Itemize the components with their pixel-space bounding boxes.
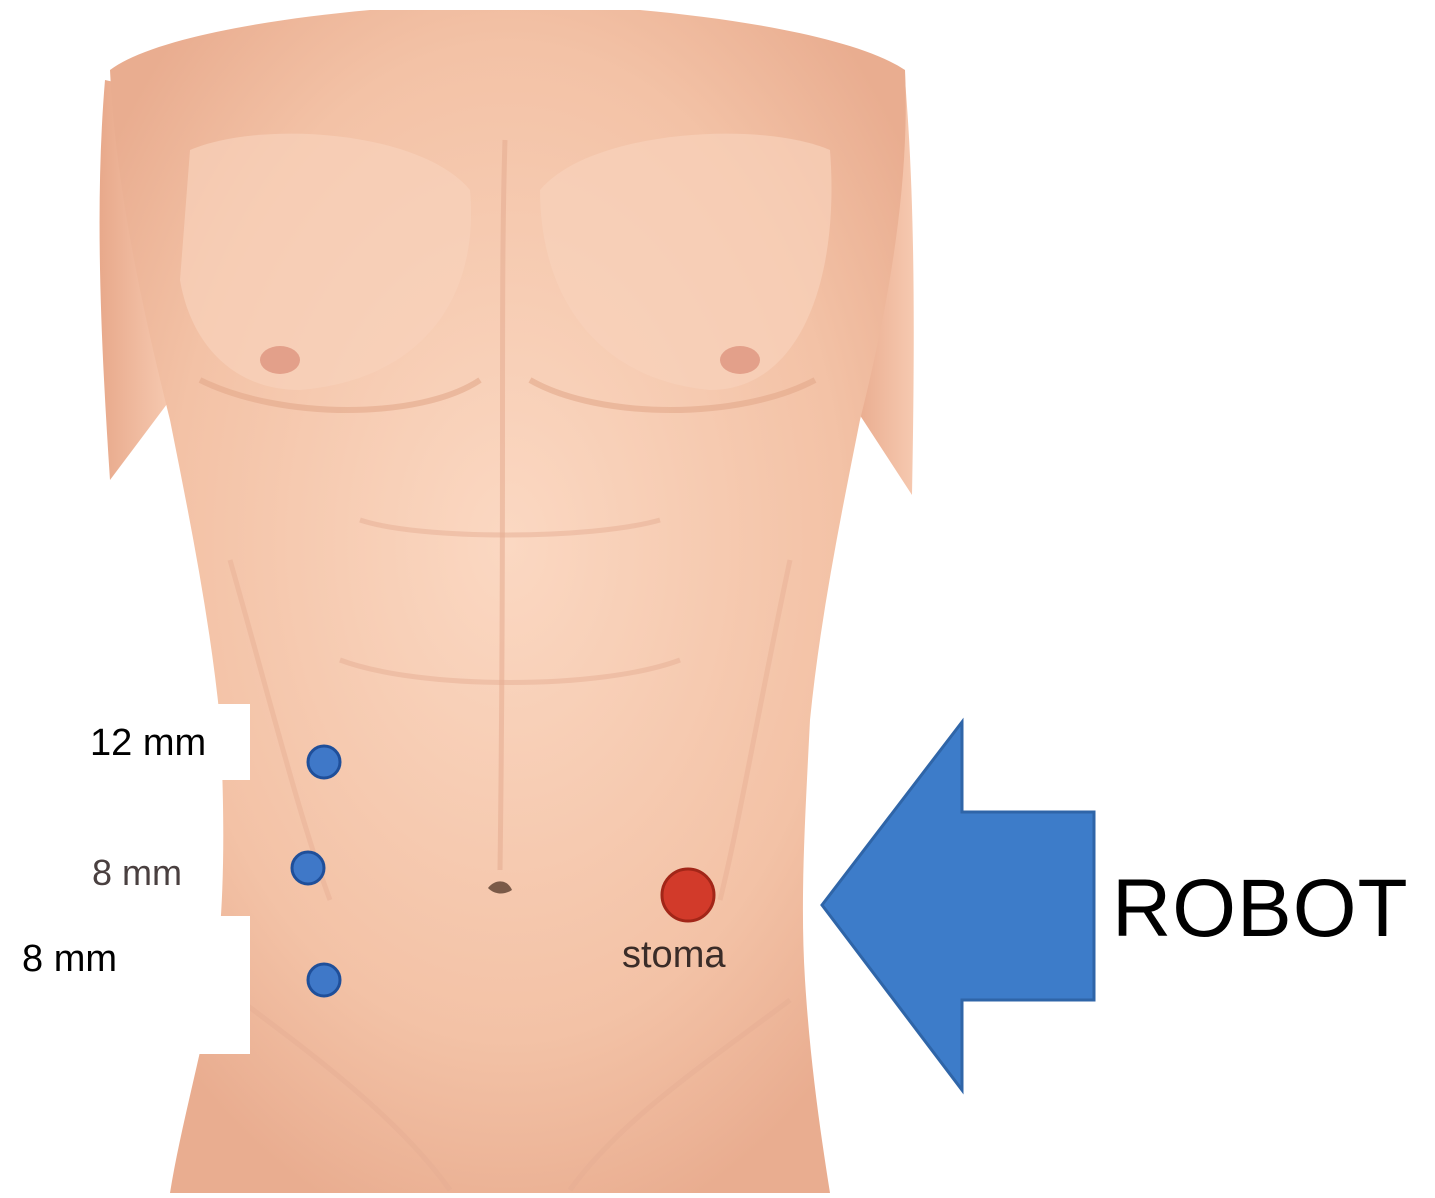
port-marker-12mm [308,746,340,778]
left-arrow-icon [822,722,1094,1090]
robot-label: ROBOT [1112,862,1409,956]
port-label-12mm: 12 mm [90,722,206,765]
stoma-marker [662,869,714,921]
port-marker-8mm-middle [292,852,324,884]
port-label-8mm-bottom: 8 mm [22,938,117,981]
right-nipple [720,346,760,374]
stoma-label: stoma [622,934,725,977]
port-label-8mm-middle: 8 mm [92,852,182,894]
port-marker-8mm-bottom [308,964,340,996]
left-nipple [260,346,300,374]
label-box-bottom [0,916,250,1054]
